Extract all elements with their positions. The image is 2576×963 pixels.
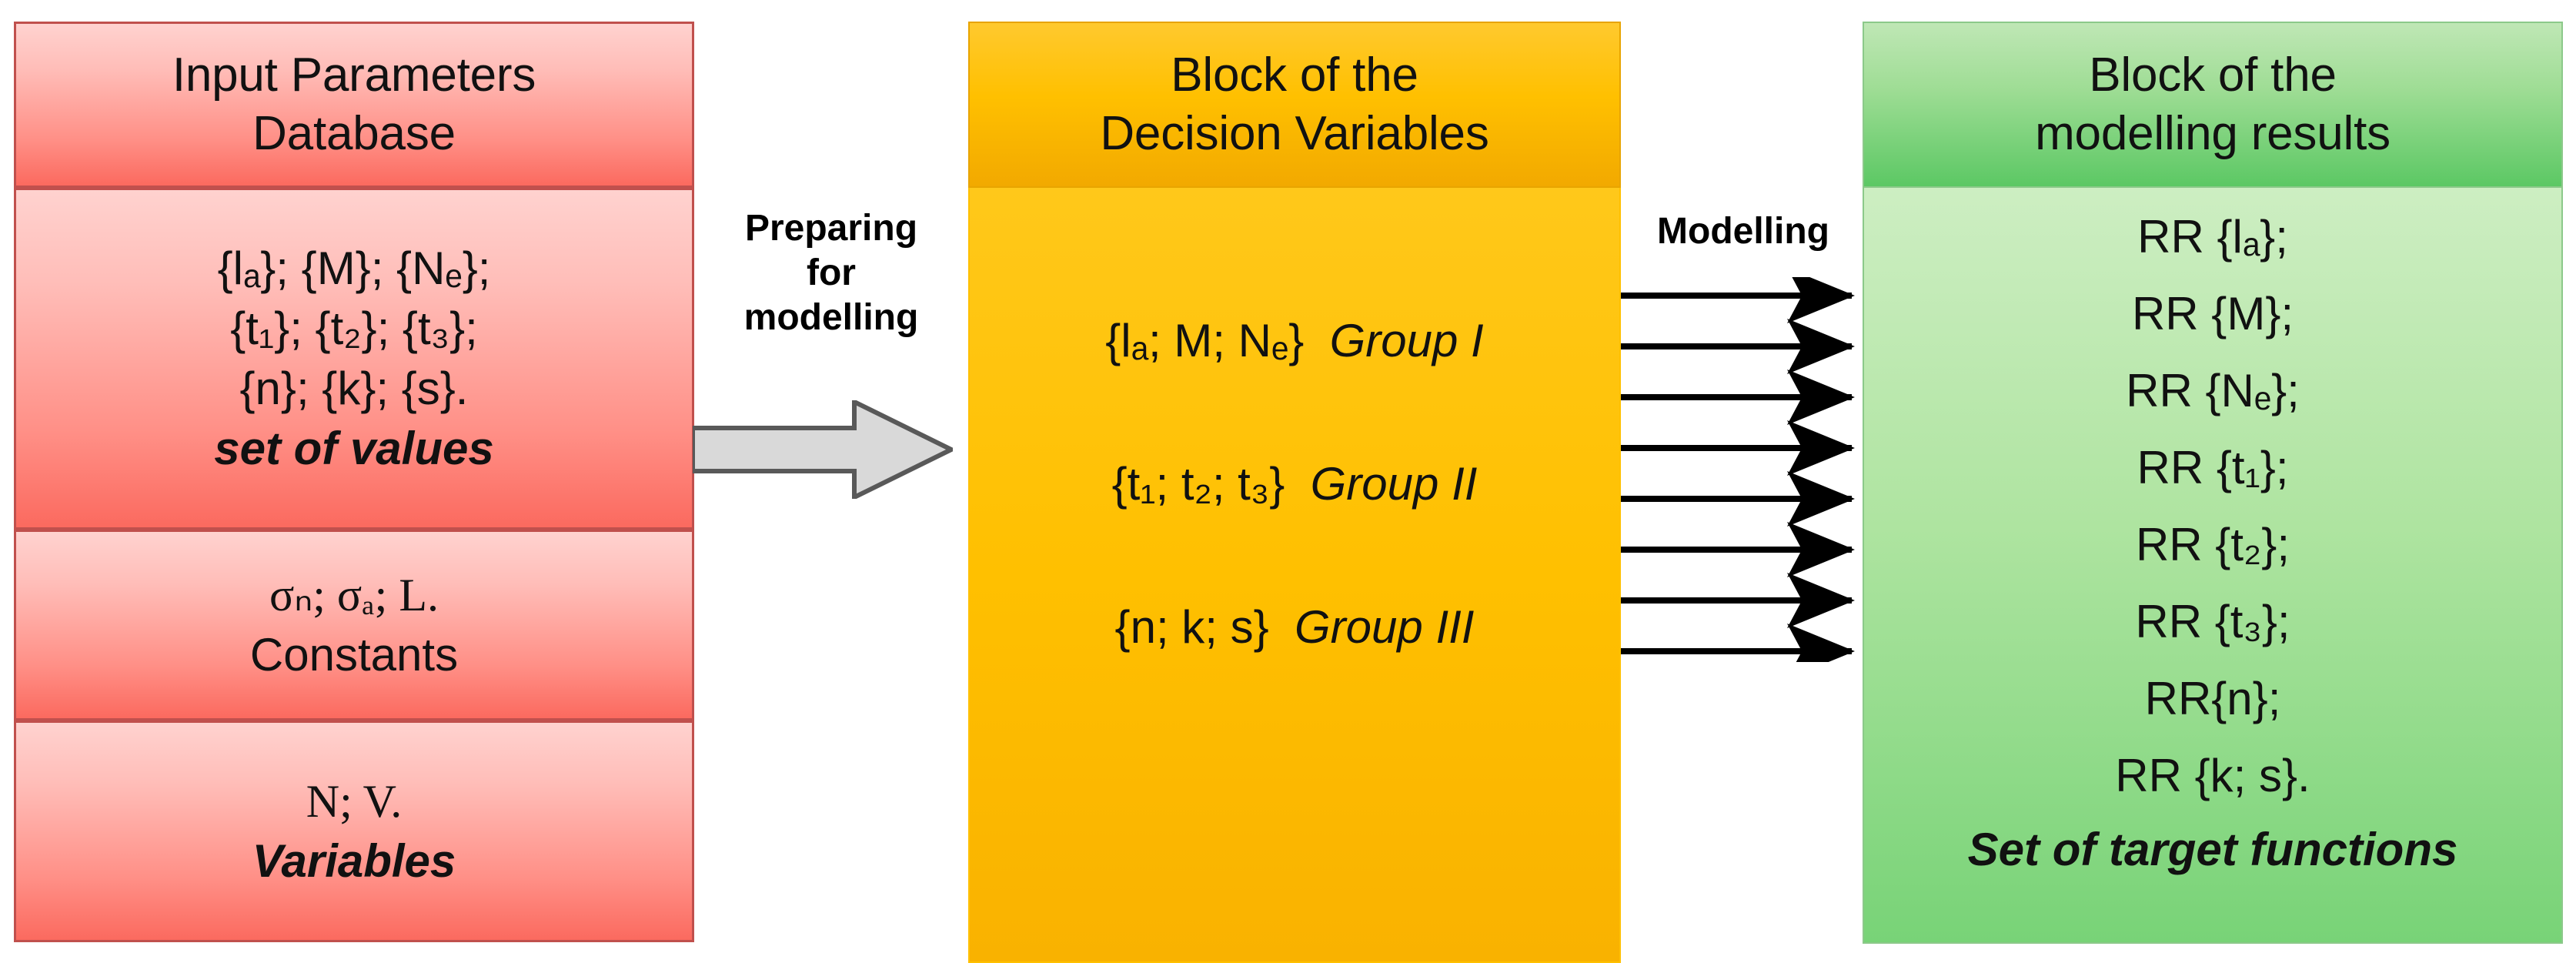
set-values-caption: set of values bbox=[214, 423, 494, 474]
input-section-variables: N; V. Variables bbox=[14, 721, 694, 942]
input-parameters-block: Input Parameters Database {lₐ}; {M}; {Nₑ… bbox=[14, 22, 694, 942]
preparing-for-modelling-label: Preparing for modelling bbox=[694, 206, 968, 340]
results-caption: Set of target functions bbox=[1967, 824, 2458, 875]
group-3-name: Group III bbox=[1295, 601, 1475, 653]
input-block-header: Input Parameters Database bbox=[14, 22, 694, 188]
set-values-line-1: {lₐ}; {M}; {Nₑ}; bbox=[217, 242, 491, 294]
results-header-line1: Block of the bbox=[2089, 48, 2337, 102]
preparing-label-line3: modelling bbox=[743, 297, 919, 338]
decision-group-row-3: {n; k; s} Group III bbox=[1115, 597, 1475, 657]
variables-caption: Variables bbox=[252, 835, 456, 887]
group-1-name: Group I bbox=[1329, 315, 1484, 366]
modelling-arrows-icon bbox=[1621, 277, 1855, 662]
results-block-body: RR {lₐ}; RR {M}; RR {Nₑ}; RR {t₁}; RR {t… bbox=[1863, 188, 2563, 944]
set-values-line-2: {t₁}; {t₂}; {t₃}; bbox=[230, 303, 478, 354]
preparing-block-arrow-icon bbox=[693, 400, 953, 499]
result-item-1: RR {lₐ}; bbox=[2137, 211, 2288, 262]
input-header-line2: Database bbox=[252, 107, 456, 160]
results-block-header: Block of the modelling results bbox=[1863, 22, 2563, 188]
group-2-set: {t₁; t₂; t₃} bbox=[1111, 458, 1298, 510]
decision-group-row-2: {t₁; t₂; t₃} Group II bbox=[1112, 454, 1478, 514]
result-item-2: RR {M}; bbox=[2131, 288, 2294, 339]
decision-variables-block: Block of the Decision Variables {lₐ; M; … bbox=[968, 22, 1621, 963]
preparing-label-line2: for bbox=[807, 252, 856, 293]
decision-header-line1: Block of the bbox=[1171, 48, 1418, 102]
input-section-constants: σₙ; σₐ; L. Constants bbox=[14, 530, 694, 721]
result-item-6: RR {t₃}; bbox=[2135, 596, 2290, 647]
constants-caption: Constants bbox=[249, 629, 459, 680]
result-item-3: RR {Nₑ}; bbox=[2126, 365, 2300, 416]
result-item-5: RR {t₂}; bbox=[2135, 519, 2290, 570]
modelling-label: Modelling bbox=[1657, 211, 1829, 252]
decision-block-header: Block of the Decision Variables bbox=[968, 22, 1621, 188]
result-item-8: RR {k; s}. bbox=[2115, 750, 2310, 801]
decision-group-row-1: {lₐ; M; Nₑ} Group I bbox=[1105, 311, 1483, 371]
group-1-set: {lₐ; M; Nₑ} bbox=[1105, 315, 1317, 366]
group-3-set: {n; k; s} bbox=[1114, 601, 1282, 653]
group-2-name: Group II bbox=[1310, 458, 1478, 510]
results-header-line2: modelling results bbox=[2035, 107, 2391, 160]
variables-line-1: N; V. bbox=[306, 776, 403, 827]
result-item-4: RR {t₁}; bbox=[2137, 442, 2289, 493]
result-item-7: RR{n}; bbox=[2144, 673, 2281, 724]
modelling-results-block: Block of the modelling results RR {lₐ}; … bbox=[1863, 22, 2563, 944]
preparing-label-line1: Preparing bbox=[744, 208, 918, 249]
set-values-line-3: {n}; {k}; {s}. bbox=[239, 363, 469, 414]
decision-header-line2: Decision Variables bbox=[1100, 107, 1489, 160]
constants-line-1: σₙ; σₐ; L. bbox=[269, 570, 439, 620]
input-header-line1: Input Parameters bbox=[172, 48, 536, 102]
decision-block-body: {lₐ; M; Nₑ} Group I {t₁; t₂; t₃} Group I… bbox=[968, 188, 1621, 963]
input-section-set-of-values: {lₐ}; {M}; {Nₑ}; {t₁}; {t₂}; {t₃}; {n}; … bbox=[14, 188, 694, 530]
